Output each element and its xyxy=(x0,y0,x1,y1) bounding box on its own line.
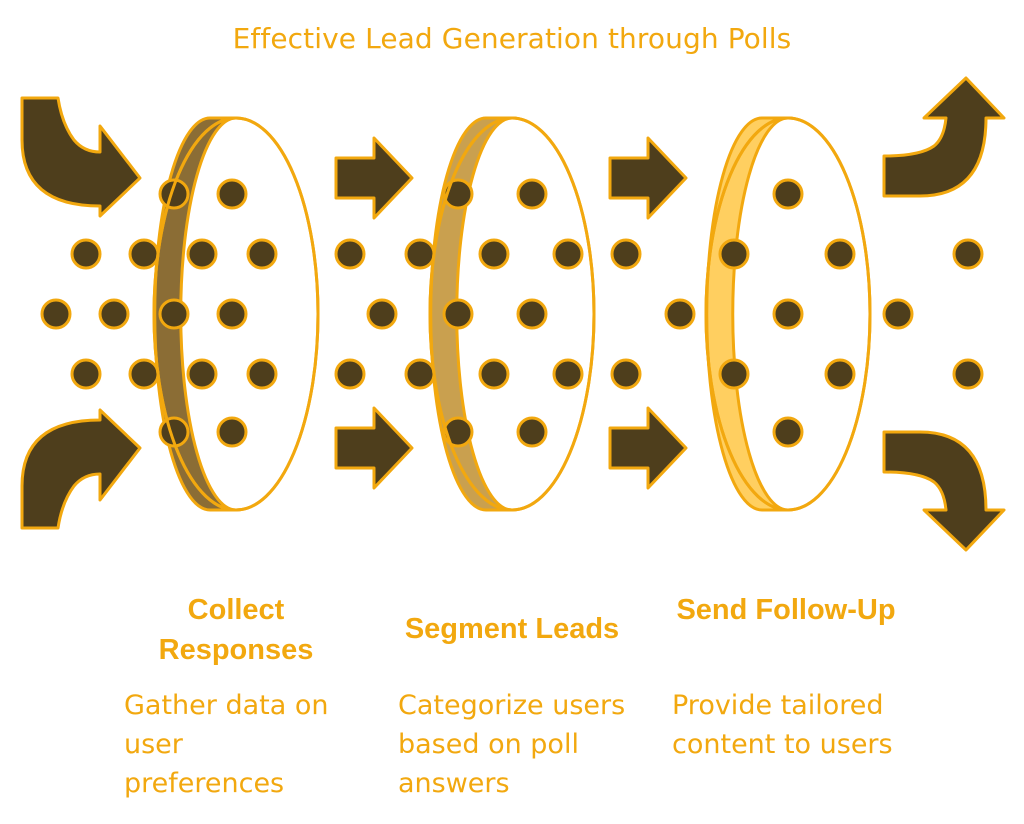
lead-dot xyxy=(772,298,804,330)
lead-dot xyxy=(772,416,804,448)
diagram-title: Effective Lead Generation through Polls xyxy=(232,22,792,55)
lead-dot xyxy=(246,238,278,270)
lead-dot xyxy=(516,416,548,448)
lead-dot xyxy=(610,238,642,270)
lead-dot xyxy=(664,298,696,330)
lead-dot xyxy=(718,238,750,270)
lead-dot xyxy=(128,358,160,390)
stage-3-description: Provide tailored content to users xyxy=(672,690,893,760)
lead-dot xyxy=(216,298,248,330)
curved-arrow-in-top-icon xyxy=(20,96,142,218)
lead-dot xyxy=(128,238,160,270)
lead-dot xyxy=(158,178,190,210)
lead-dot xyxy=(70,238,102,270)
stage-1-heading: Collect Responses xyxy=(158,594,314,666)
lead-dot xyxy=(952,238,984,270)
stage-2-ring-front xyxy=(428,116,596,512)
lead-dot xyxy=(772,178,804,210)
curved-arrow-out-top-icon xyxy=(882,76,1006,198)
arrow-right-icon xyxy=(334,136,414,220)
lead-dot xyxy=(366,298,398,330)
lead-dot xyxy=(158,298,190,330)
lead-dot xyxy=(442,298,474,330)
lead-dot xyxy=(98,298,130,330)
lead-dot xyxy=(334,358,366,390)
stage-2-description: Categorize users based on poll answers xyxy=(398,690,626,799)
lead-dots-incoming xyxy=(40,178,278,448)
arrow-right-icon xyxy=(334,406,414,490)
lead-dot xyxy=(40,298,72,330)
lead-dot xyxy=(478,238,510,270)
lead-dot xyxy=(404,238,436,270)
lead-dot xyxy=(216,416,248,448)
lead-dot xyxy=(952,358,984,390)
curved-arrow-out-bottom-icon xyxy=(882,430,1006,552)
lead-dot xyxy=(824,358,856,390)
lead-dot xyxy=(186,238,218,270)
lead-dots-followup xyxy=(664,178,984,448)
lead-dot xyxy=(442,416,474,448)
arrow-right-icon xyxy=(608,136,688,220)
stage-1-ring-front xyxy=(152,116,320,512)
lead-dot xyxy=(882,298,914,330)
lead-dot xyxy=(404,358,436,390)
lead-dot xyxy=(516,298,548,330)
lead-dot xyxy=(186,358,218,390)
lead-dot xyxy=(70,358,102,390)
lead-dots-segmenting xyxy=(334,178,642,448)
lead-dot xyxy=(552,238,584,270)
stage-1-description: Gather data on user preferences xyxy=(124,690,329,799)
lead-dot xyxy=(552,358,584,390)
lead-dot xyxy=(216,178,248,210)
curved-arrow-in-bottom-icon xyxy=(20,408,142,530)
lead-dot xyxy=(824,238,856,270)
lead-dot xyxy=(478,358,510,390)
lead-dot xyxy=(610,358,642,390)
stage-2-heading: Segment Leads xyxy=(404,613,620,645)
arrow-right-icon xyxy=(608,406,688,490)
stage-3-ring-front xyxy=(704,116,872,512)
lead-dot xyxy=(718,358,750,390)
lead-dot xyxy=(516,178,548,210)
lead-dot xyxy=(334,238,366,270)
stage-3-heading: Send Follow-Up xyxy=(676,594,896,626)
lead-dot xyxy=(246,358,278,390)
